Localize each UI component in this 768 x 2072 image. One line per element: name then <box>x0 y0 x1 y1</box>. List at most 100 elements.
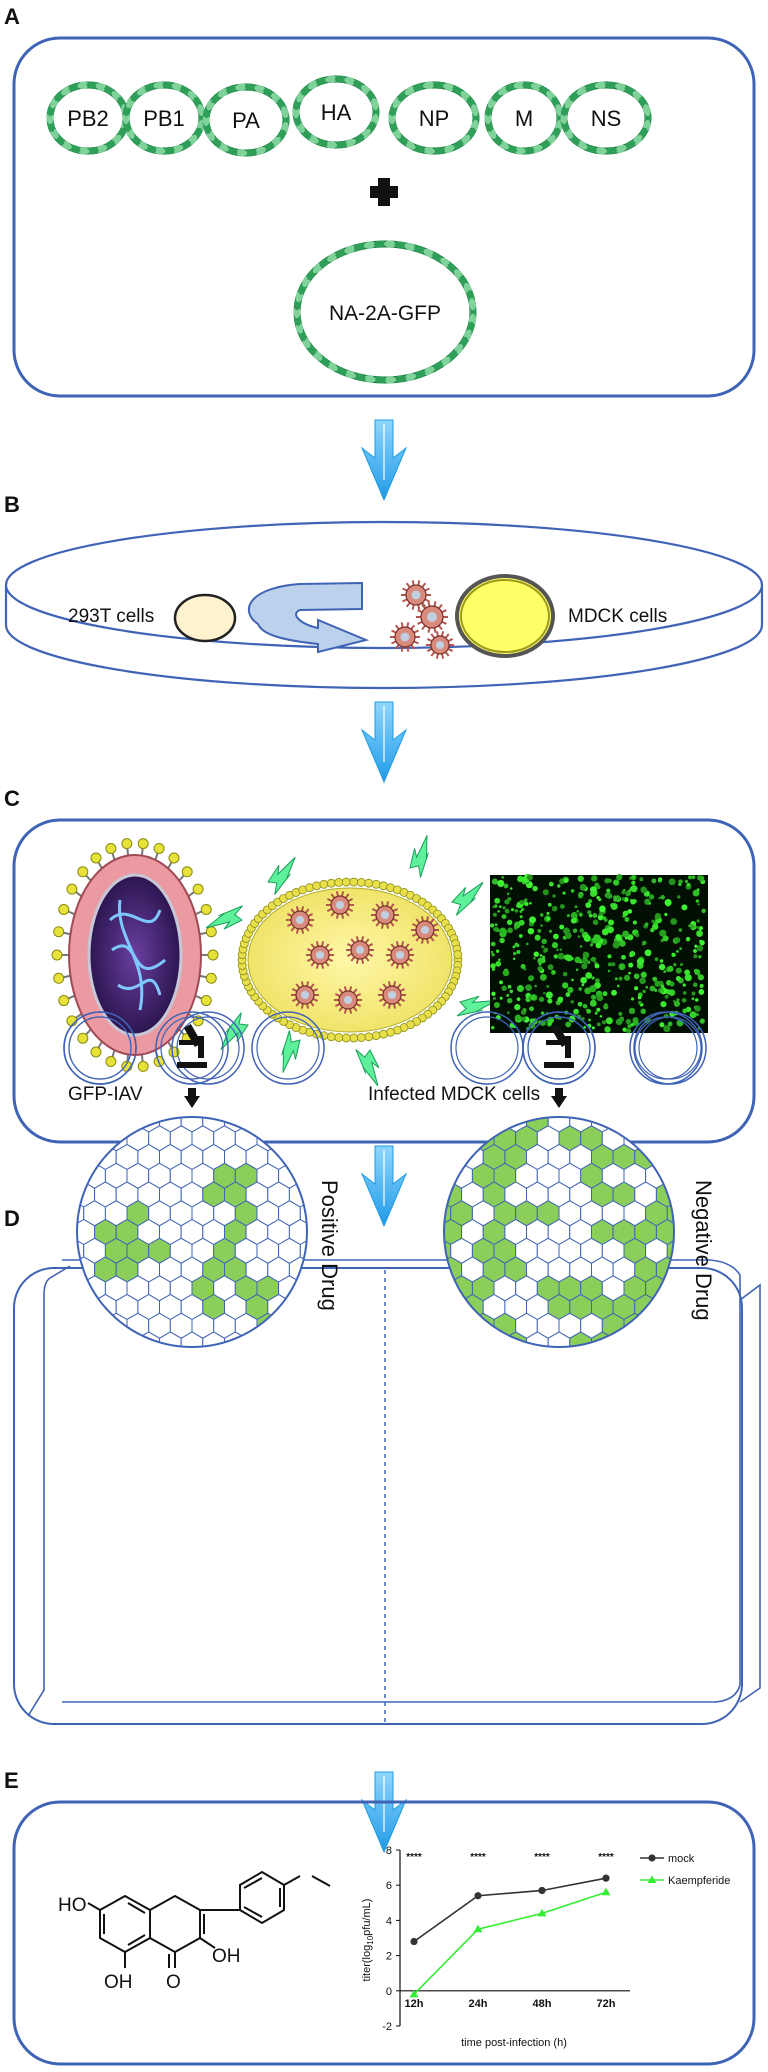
cell-hex <box>472 1051 494 1076</box>
segment-np: NP <box>388 81 480 155</box>
mdck-cell <box>455 574 555 658</box>
cell-hex <box>581 1351 603 1376</box>
cell-hex <box>289 1370 311 1395</box>
gfp-flash <box>267 856 296 895</box>
virus-particle <box>426 631 454 659</box>
cell-hex <box>634 1117 657 1133</box>
cell-hex <box>505 1370 527 1395</box>
y-tick-label: 8 <box>386 1845 392 1857</box>
panel-e-label: E <box>4 1768 19 1793</box>
cell-hex <box>127 1351 149 1376</box>
cell-hex <box>300 1088 322 1113</box>
reporter-plasmid: NA-2A-GFP <box>293 240 477 384</box>
positive-drug-label: Positive Drug <box>317 1180 342 1311</box>
cell-hex <box>149 1351 171 1376</box>
cell-hex <box>73 1370 95 1395</box>
cell-hex <box>214 1088 236 1113</box>
panel-c-label: C <box>4 786 20 811</box>
cell-hex <box>214 1388 236 1413</box>
cell-hex <box>77 1117 96 1133</box>
cell-hex <box>613 1070 635 1095</box>
cell-hex <box>225 1370 247 1395</box>
cell-hex <box>149 1088 171 1113</box>
segment-label: HA <box>321 100 352 125</box>
cell-hex <box>645 1312 668 1339</box>
segment-label: M <box>515 106 533 131</box>
culture-dish <box>4 520 764 690</box>
cell-hex <box>570 1370 592 1395</box>
cell-hex <box>83 1125 106 1152</box>
significance-label: **** <box>598 1852 614 1863</box>
cell-hex <box>462 1370 484 1395</box>
cell-hex <box>288 1143 307 1171</box>
cell-hex <box>77 1275 85 1302</box>
legend-label: mock <box>668 1853 695 1865</box>
negative-drug-field <box>418 1051 700 1413</box>
x-axis-label: time post-infection (h) <box>461 2037 567 2049</box>
cell-hex <box>192 1388 214 1413</box>
panel-d-label: D <box>4 1206 20 1231</box>
cell-hex <box>451 1388 473 1413</box>
cell-hex <box>678 1370 700 1395</box>
ketone-label: O <box>166 1972 181 1993</box>
virus-particle <box>334 986 362 1014</box>
reporter-label: NA-2A-GFP <box>329 302 441 325</box>
cell-hex <box>667 1388 689 1413</box>
microscope-icon <box>544 1023 574 1108</box>
virus-particle <box>371 901 399 929</box>
x-tick-label: 24h <box>469 1998 488 2010</box>
cell-hex <box>472 1351 494 1376</box>
virus-caption: GFP-IAV <box>68 1084 143 1105</box>
cell-hex <box>666 1162 674 1189</box>
cell-hex <box>311 1332 333 1357</box>
data-point <box>602 1874 610 1882</box>
cell-hex <box>322 1313 344 1338</box>
cell-hex <box>444 1117 463 1133</box>
legend-label: Kaempferide <box>668 1875 730 1887</box>
panel-e-frame <box>12 1800 756 2066</box>
series-mock <box>410 1874 610 1946</box>
cell-hex <box>418 1145 440 1170</box>
cell-hex <box>602 1088 624 1113</box>
cell-hex <box>666 1125 674 1152</box>
cell-hex <box>138 1370 160 1395</box>
cell-hex <box>170 1388 192 1413</box>
cell-hex <box>655 1117 674 1133</box>
cell-hex <box>160 1370 182 1395</box>
cell-hex <box>472 1388 494 1413</box>
cell-hex <box>51 1145 73 1170</box>
compound-structure <box>87 1870 331 1968</box>
hydroxyl-label-1: HO <box>58 1895 87 1916</box>
virus-particle <box>291 981 319 1009</box>
cell-hex <box>225 1070 247 1095</box>
cell-hex <box>278 1125 301 1152</box>
cell-hex <box>77 1293 96 1321</box>
cell-hex <box>311 1370 333 1395</box>
cell-label-293t: 293T cells <box>68 606 154 627</box>
cell-hex <box>429 1388 451 1413</box>
infected-cell-illustration <box>205 835 497 1087</box>
cell-hex <box>77 1312 85 1339</box>
cell-hex <box>288 1117 307 1133</box>
series-line <box>413 1891 607 1995</box>
cell-hex <box>62 1388 84 1413</box>
well <box>450 1011 524 1085</box>
cell-hex <box>429 1051 451 1076</box>
cell-hex <box>214 1351 236 1376</box>
plus-icon <box>370 178 398 206</box>
panel-b-label: B <box>4 492 20 517</box>
cell-hex <box>429 1351 451 1376</box>
cell-hex <box>94 1117 117 1133</box>
cell-hex <box>160 1070 182 1095</box>
data-point <box>410 1937 418 1946</box>
well <box>171 1011 245 1085</box>
cell-hex <box>116 1370 138 1395</box>
cell-hex <box>570 1070 592 1095</box>
cell-hex <box>418 1107 440 1132</box>
cell-hex <box>440 1370 462 1395</box>
series-kaempferide <box>409 1887 611 1998</box>
cell-hex <box>235 1388 257 1413</box>
data-point <box>537 1908 547 1917</box>
data-point <box>409 1989 419 1998</box>
